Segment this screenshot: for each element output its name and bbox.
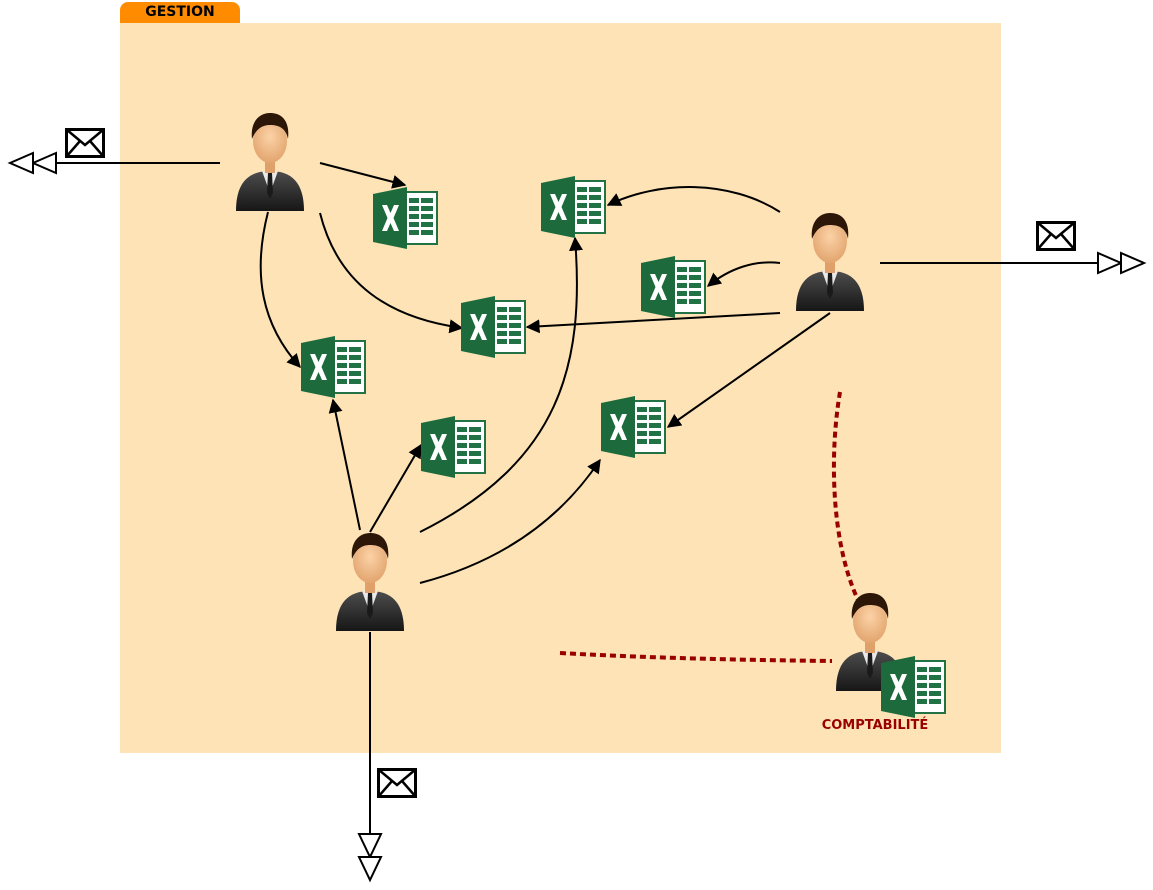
department-label: COMPTABILITÉ [821,718,929,733]
spreadsheet-icon [461,296,526,358]
dotted-link-horizontal [559,651,833,663]
spreadsheet-icon [301,336,366,398]
arrow-p1-xls1 [319,162,407,189]
container-title: GESTION [120,2,240,23]
spreadsheet-icon [641,256,706,318]
spreadsheet-icon [541,176,606,238]
arrow-p3-xls7 [419,458,601,584]
outgoing-left [7,151,220,175]
arrow-p2-xls2 [606,186,781,213]
outgoing-bottom [357,632,383,883]
spreadsheet-icon [373,187,438,249]
arrow-p3-xls2 [419,236,583,533]
spreadsheet-icon [881,656,946,718]
spreadsheet-icon [601,396,666,458]
arrow-p2-xls4 [525,312,781,334]
dotted-link-vertical [831,391,860,601]
arrow-p1-xls5 [259,211,301,369]
spreadsheet-icon [421,416,486,478]
arrow-p3-xls5 [328,398,361,531]
arrow-p1-xls4 [319,212,464,334]
envelope-icon [1036,221,1076,251]
envelope-icon [377,768,417,798]
arrow-p2-xls7 [666,312,831,428]
accounting-links [559,391,860,663]
flow-arrows [259,162,831,584]
arrow-p3-xls6 [369,443,422,533]
outgoing-flows [7,151,1147,883]
outgoing-right [880,251,1147,275]
envelope-icon [65,128,105,158]
arrow-p2-xls3 [706,261,781,287]
